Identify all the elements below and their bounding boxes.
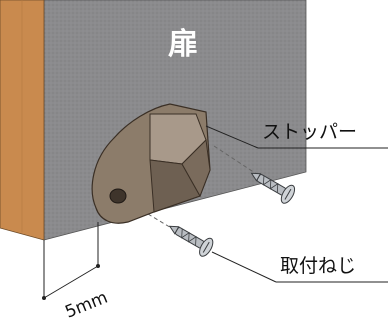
gap-dimension [42,222,100,300]
door-label: 扉 [168,27,198,62]
screw-callout-line [211,251,388,283]
stopper-screw [250,172,296,204]
gap-label: 5mm [62,288,110,322]
stopper-screw-axis [213,145,291,197]
stopper [91,103,211,224]
stopper-callout-line [205,125,388,149]
mounting-screw [168,225,214,257]
stopper-label: ストッパー [262,121,357,143]
screw-label: 取付ねじ [280,255,356,277]
